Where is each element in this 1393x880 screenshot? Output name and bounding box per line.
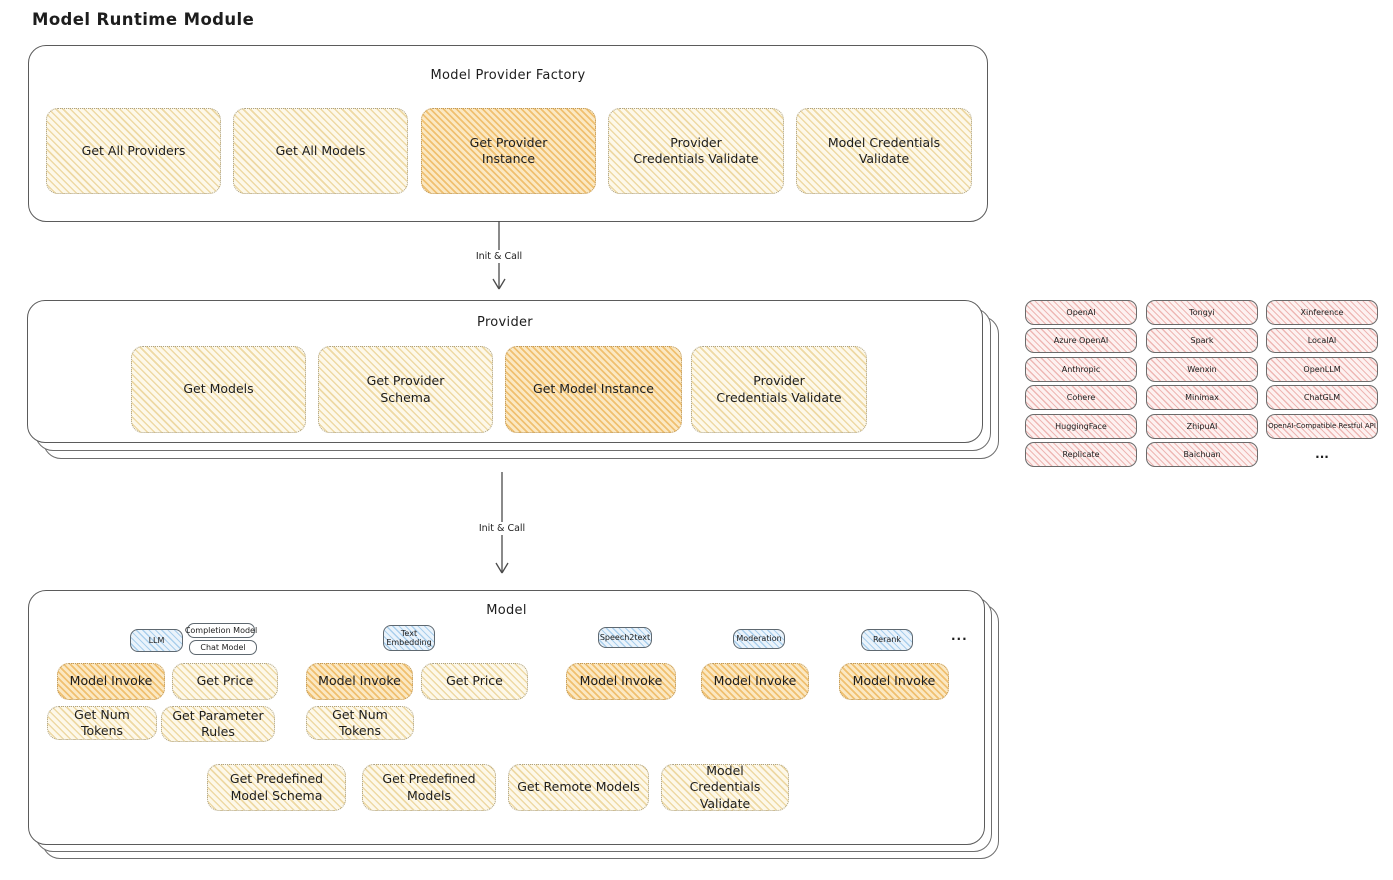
- provider-pill-spark: Spark: [1146, 328, 1258, 354]
- model-invoke-button-speech2text: Model Invoke: [566, 663, 676, 700]
- factory-title: Model Provider Factory: [430, 68, 586, 83]
- get-all-models-button: Get All Models: [233, 108, 408, 194]
- provider-title: Provider: [477, 315, 533, 330]
- model-provider-factory-box: Model Provider Factory Get All Providers…: [28, 45, 988, 222]
- provider-pill-replicate: Replicate: [1025, 441, 1137, 467]
- get-remote-models-button: Get Remote Models: [508, 764, 649, 811]
- provider-pill-cohere: Cohere: [1025, 385, 1137, 411]
- chat-model-tag: Chat Model: [189, 640, 257, 655]
- provider-pill-openllm: OpenLLM: [1266, 356, 1378, 382]
- get-predefined-models-button: Get Predefined Models: [362, 764, 496, 811]
- model-credentials-validate-button-2: Model Credentials Validate: [661, 763, 789, 811]
- provider-box-main: Provider Get Models Get Provider Schema …: [27, 300, 983, 443]
- moderation-tag: Moderation: [733, 629, 785, 649]
- provider-pill-anthropic: Anthropic: [1025, 356, 1137, 382]
- provider-pill-openai-compatible: OpenAI-Compatible Restful API: [1266, 413, 1378, 439]
- provider-pill-xinference: Xinference: [1266, 300, 1378, 325]
- provider-pill-localai: LocalAI: [1266, 328, 1378, 354]
- rerank-tag: Rerank: [861, 629, 913, 651]
- model-invoke-button-rerank: Model Invoke: [839, 663, 949, 700]
- get-provider-instance-button: Get Provider Instance: [421, 108, 596, 194]
- provider-pill-zhipuai: ZhipuAI: [1146, 413, 1258, 439]
- get-provider-schema-button: Get Provider Schema: [318, 346, 493, 433]
- provider-credentials-validate-button-2: Provider Credentials Validate: [691, 346, 867, 433]
- provider-pill-chatglm: ChatGLM: [1266, 385, 1378, 411]
- provider-catalog-column-1: OpenAI Azure OpenAI Anthropic Cohere Hug…: [1025, 300, 1137, 470]
- llm-tag: LLM: [130, 629, 183, 652]
- provider-credentials-validate-button: Provider Credentials Validate: [608, 108, 784, 194]
- provider-pill-wenxin: Wenxin: [1146, 356, 1258, 382]
- model-credentials-validate-button: Model Credentials Validate: [796, 108, 972, 194]
- completion-model-tag: Completion Model: [185, 623, 257, 638]
- provider-pill-azure-openai: Azure OpenAI: [1025, 328, 1137, 354]
- provider-pill-openai: OpenAI: [1025, 300, 1137, 325]
- init-call-label-1: Init & Call: [459, 250, 539, 263]
- provider-pill-tongyi: Tongyi: [1146, 300, 1258, 325]
- model-box: Model LLM Completion Model Chat Model Te…: [28, 590, 999, 859]
- get-all-providers-button: Get All Providers: [46, 108, 221, 194]
- init-call-label-2: Init & Call: [462, 522, 542, 535]
- text-embedding-tag: Text Embedding: [383, 625, 435, 651]
- model-invoke-button-moderation: Model Invoke: [701, 663, 809, 700]
- provider-box: Provider Get Models Get Provider Schema …: [27, 300, 999, 459]
- provider-catalog-ellipsis: ...: [1315, 447, 1329, 462]
- model-box-main: Model LLM Completion Model Chat Model Te…: [28, 590, 985, 845]
- model-title: Model: [486, 603, 527, 618]
- model-invoke-button-text-embedding: Model Invoke: [306, 663, 413, 700]
- provider-pill-huggingface: HuggingFace: [1025, 413, 1137, 439]
- get-models-button: Get Models: [131, 346, 306, 433]
- get-num-tokens-button-text-embedding: Get Num Tokens: [306, 706, 414, 740]
- provider-pill-minimax: Minimax: [1146, 385, 1258, 411]
- speech2text-tag: Speech2text: [598, 627, 652, 648]
- get-price-button-llm: Get Price: [172, 663, 278, 700]
- get-parameter-rules-button: Get Parameter Rules: [161, 706, 275, 742]
- get-price-button-text-embedding: Get Price: [421, 663, 528, 700]
- provider-catalog-column-3: Xinference LocalAI OpenLLM ChatGLM OpenA…: [1266, 300, 1378, 467]
- model-tags-ellipsis: ...: [951, 629, 968, 643]
- get-num-tokens-button-llm: Get Num Tokens: [47, 706, 157, 740]
- get-predefined-model-schema-button: Get Predefined Model Schema: [207, 764, 346, 811]
- provider-catalog-column-2: Tongyi Spark Wenxin Minimax ZhipuAI Baic…: [1146, 300, 1258, 470]
- model-invoke-button-llm: Model Invoke: [57, 663, 165, 700]
- get-model-instance-button: Get Model Instance: [505, 346, 682, 433]
- page-title: Model Runtime Module: [32, 10, 255, 29]
- provider-pill-baichuan: Baichuan: [1146, 441, 1258, 467]
